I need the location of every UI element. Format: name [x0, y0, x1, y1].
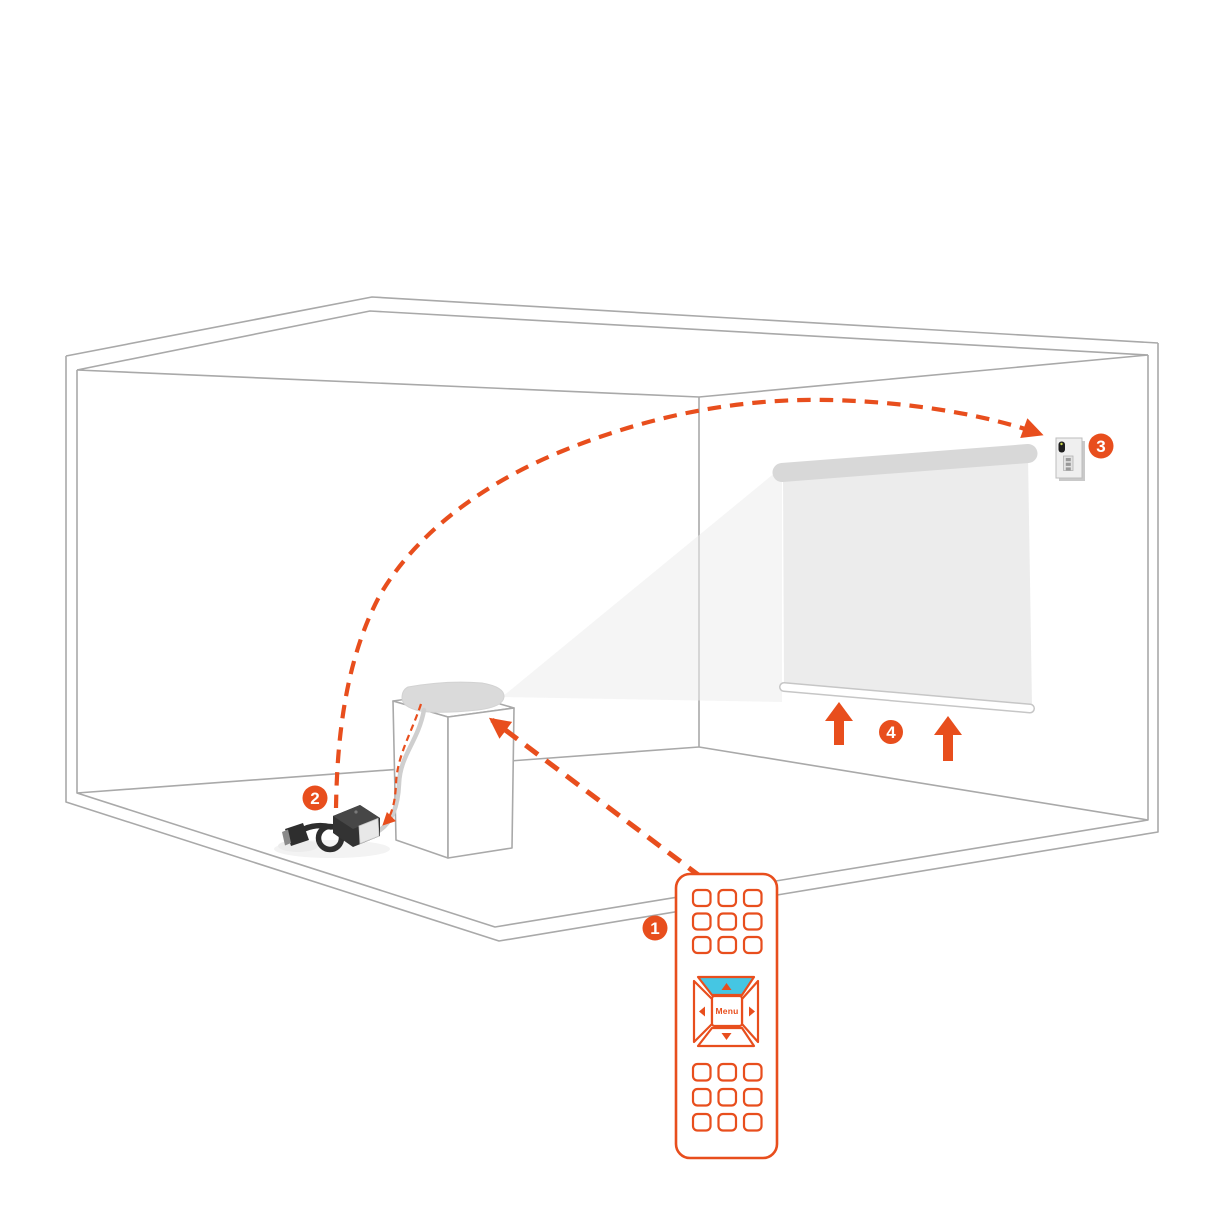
remote-top-keypad: [691, 888, 763, 955]
remote-key: [717, 888, 738, 908]
projection-screen: [772, 444, 1038, 714]
projection-beam: [502, 467, 782, 702]
badge-number: 2: [310, 789, 319, 808]
remote-control: Menu: [674, 872, 779, 1160]
screen-weight-bar: [780, 683, 1034, 712]
badge-step-2: 2: [302, 785, 328, 811]
switch-button-up: [1065, 458, 1071, 462]
pedestal-right-face: [447, 707, 515, 859]
remote-to-projector-arrow-icon: [488, 717, 703, 879]
wall-switch: [1055, 437, 1085, 481]
power-adapter: [274, 805, 390, 858]
back-left-wall-edges: [76, 369, 700, 794]
screen-direction-arrows: [825, 702, 962, 761]
cable-route-arrow-icon: [382, 703, 423, 826]
badge-step-4: 4: [879, 720, 903, 744]
badge-step-1: 1: [642, 915, 668, 941]
remote-key: [742, 912, 763, 931]
step-badges: 1 2 3 4: [302, 433, 1114, 941]
adapter-led-icon: [354, 810, 358, 814]
remote-key: [691, 888, 712, 908]
badge-circle: [302, 785, 328, 811]
signal-arrows: [333, 397, 1044, 879]
sensor-led-icon: [1060, 442, 1063, 446]
remote-key: [742, 1112, 763, 1132]
menu-button-label: Menu: [716, 1006, 739, 1016]
remote-key: [742, 1087, 763, 1107]
signal-arc-arrow-icon: [333, 397, 1044, 809]
switch-button-stop: [1065, 462, 1071, 466]
up-arrow-icon: [825, 702, 853, 745]
down-triangle-icon: [721, 1033, 732, 1040]
remote-key: [742, 1062, 763, 1082]
remote-key: [742, 935, 763, 955]
back-right-wall-edges: [698, 354, 1149, 821]
dpad-arrow-glyphs: [699, 983, 755, 1040]
screen-housing: [772, 444, 1038, 482]
room-outer-edges: [65, 296, 1159, 942]
projector: [401, 681, 505, 713]
remote-key: [691, 1087, 712, 1107]
right-triangle-icon: [749, 1006, 755, 1017]
switch-button-down: [1065, 467, 1071, 471]
remote-key: [717, 1087, 738, 1107]
remote-key: [717, 912, 738, 931]
adapter-top-face: [333, 805, 380, 829]
room-outline: [65, 296, 1159, 942]
remote-key: [717, 1112, 738, 1132]
badge-number: 3: [1096, 437, 1105, 456]
adapter-connector: [358, 817, 380, 845]
badge-step-3: 3: [1088, 433, 1114, 459]
power-plug-face: [282, 829, 291, 846]
remote-key: [717, 935, 738, 955]
up-arrow-icon: [934, 716, 962, 761]
badge-circle: [879, 720, 903, 744]
remote-key: [691, 1112, 712, 1132]
remote-key: [742, 888, 763, 908]
ir-sensor-icon: [1058, 441, 1065, 453]
badge-number: 1: [650, 919, 659, 938]
left-triangle-icon: [699, 1006, 705, 1017]
room-inner-walls: [76, 355, 1149, 928]
room-inner-ceiling: [76, 310, 1149, 371]
badge-circle: [1088, 433, 1114, 459]
badge-circle: [642, 915, 668, 941]
pedestal: [392, 691, 515, 859]
screen-cloth: [783, 456, 1032, 706]
badge-number: 4: [886, 723, 896, 742]
remote-key: [691, 935, 712, 955]
up-triangle-icon: [721, 983, 732, 990]
remote-key: [691, 1062, 712, 1082]
remote-key: [717, 1062, 738, 1082]
remote-bottom-keypad: [691, 1062, 763, 1132]
power-plug: [285, 823, 309, 846]
remote-key: [691, 912, 712, 931]
menu-button: [710, 994, 744, 1028]
